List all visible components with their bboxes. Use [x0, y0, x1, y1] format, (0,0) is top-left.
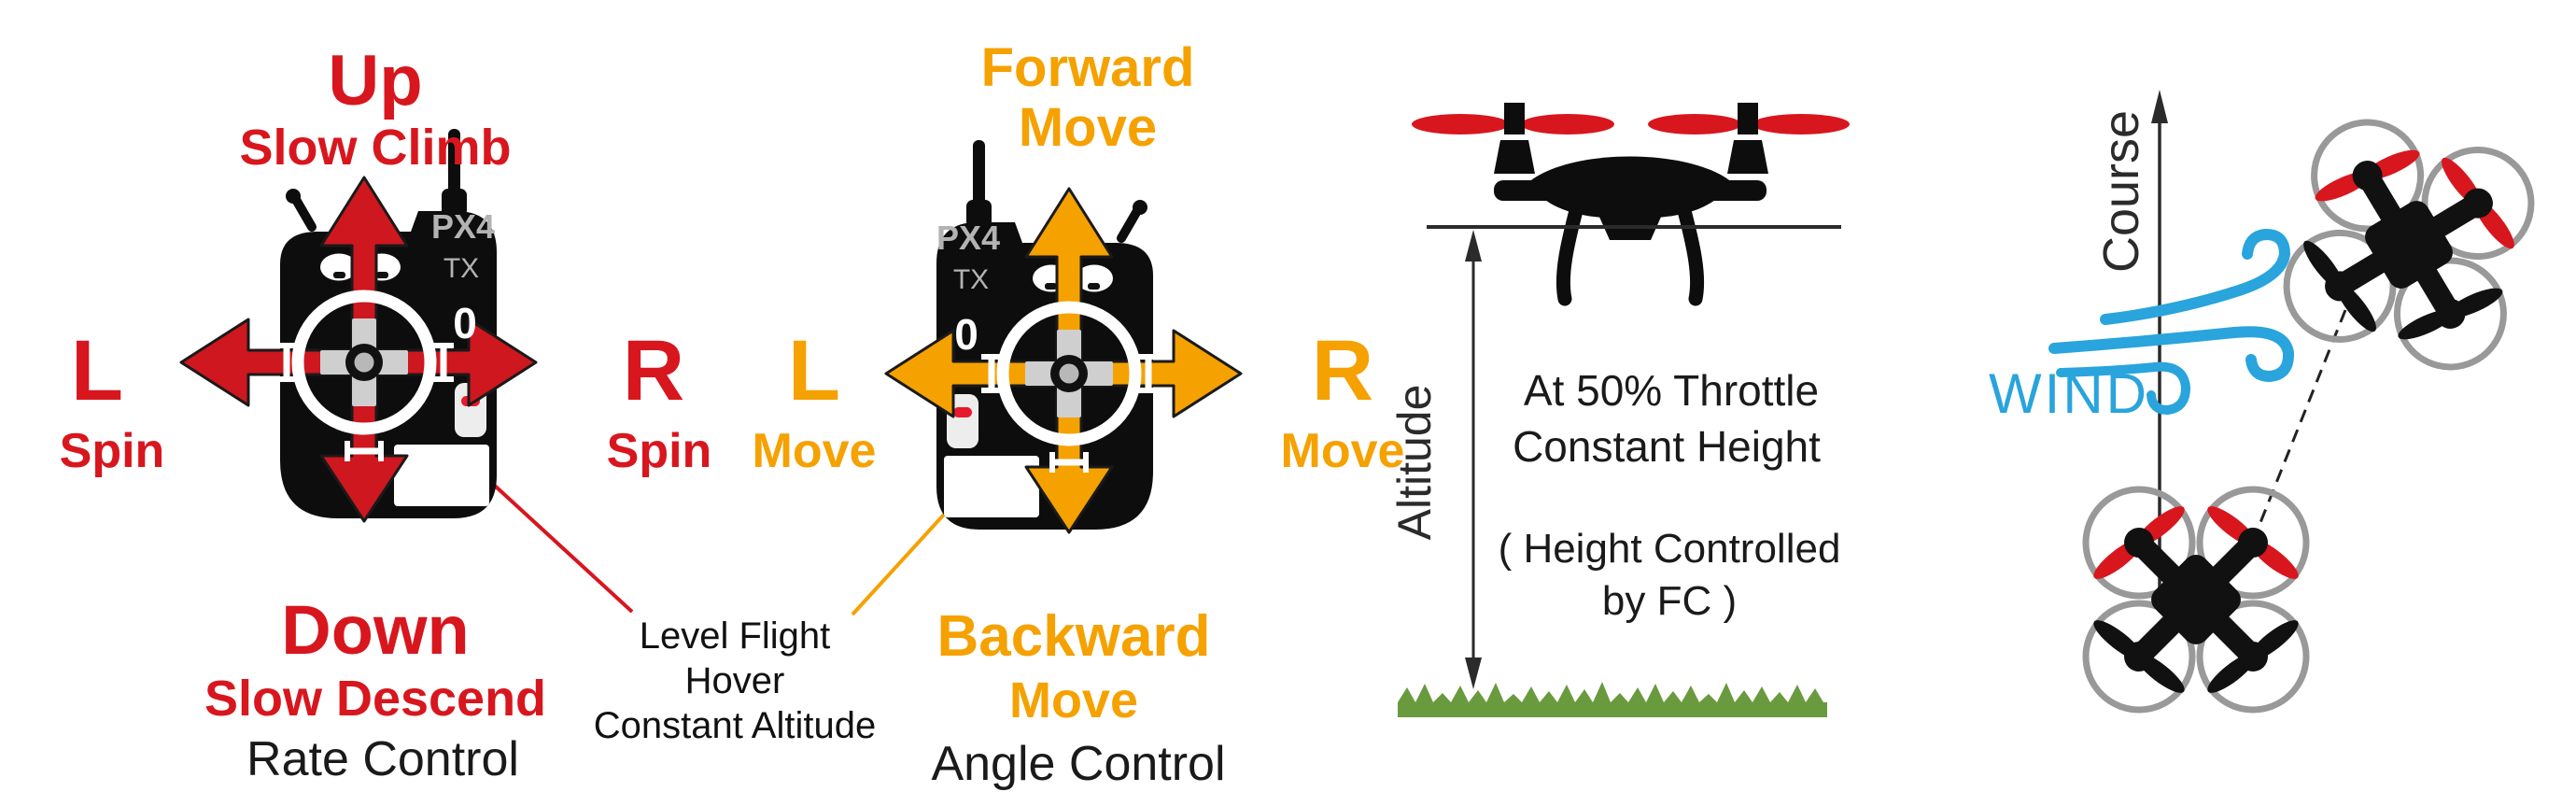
angle-backward-sub-label: Move [1009, 672, 1138, 728]
wind-label: WIND [1989, 362, 2149, 425]
rate-caption: Rate Control [246, 732, 519, 786]
angle-left-sub-label: Move [753, 424, 877, 478]
course-panel: Course WIND [1989, 90, 2542, 710]
altitude-axis-label: Altitude [1388, 385, 1441, 541]
rate-up-label: Up [328, 41, 422, 120]
rate-left-sub-label: Spin [60, 424, 165, 478]
tx2-brand-label: PX4 [936, 219, 1000, 257]
angle-left-label: L [788, 323, 840, 418]
rate-right-sub-label: Spin [607, 424, 712, 478]
angle-forward-label: Forward [981, 37, 1195, 98]
throttle-note-line1: At 50% Throttle [1524, 366, 1819, 415]
rate-right-label: R [623, 323, 684, 418]
course-axis-label: Course [2093, 110, 2149, 273]
rate-left-label: L [71, 323, 123, 418]
tx1-brand-label: PX4 [431, 207, 495, 246]
throttle-note-line2: Constant Height [1513, 422, 1821, 471]
hover-note-line2: Hover [685, 660, 785, 701]
hover-note-line1: Level Flight [640, 615, 831, 657]
hover-note-line3: Constant Altitude [594, 705, 876, 746]
drone-side-icon [1412, 103, 1850, 306]
rate-up-sub-label: Slow Climb [239, 120, 511, 176]
angle-right-label: R [1312, 323, 1373, 418]
angle-backward-label: Backward [937, 604, 1211, 669]
grass-icon [1398, 682, 1827, 717]
rc-transmitter-rate-icon [179, 129, 538, 521]
wind-icon [2048, 228, 2295, 416]
rate-control-panel: PX4 TX 0 Up Slow Climb L Spin R Spin Dow… [60, 41, 712, 786]
drone-top-view-on-course-icon [2086, 489, 2306, 710]
drone-top-view-drifted-icon [2275, 111, 2542, 378]
fc-note-line1: ( Height Controlled [1499, 526, 1841, 572]
fc-note-line2: by FC ) [1602, 578, 1737, 624]
rc-transmitter-angle-icon [884, 140, 1243, 532]
angle-caption: Angle Control [931, 737, 1225, 791]
altitude-panel: Altitude At 50% Throttle Constant Height… [1388, 103, 1850, 717]
tx2-knob-label: 0 [954, 310, 978, 359]
tx1-brand-sub-label: TX [443, 253, 479, 284]
rate-down-label: Down [281, 591, 469, 669]
tx1-knob-label: 0 [453, 299, 477, 347]
angle-control-panel: PX4 TX 0 Forward Move L Move R Move Back… [753, 37, 1405, 791]
drift-dashed-line [2252, 309, 2347, 540]
altitude-arrow-icon [1465, 230, 1482, 689]
hover-note: Level Flight Hover Constant Altitude [594, 615, 876, 746]
rate-down-sub-label: Slow Descend [204, 671, 546, 727]
angle-right-sub-label: Move [1281, 424, 1405, 478]
angle-forward-sub-label: Move [1019, 97, 1157, 158]
tx2-brand-sub-label: TX [953, 264, 989, 295]
